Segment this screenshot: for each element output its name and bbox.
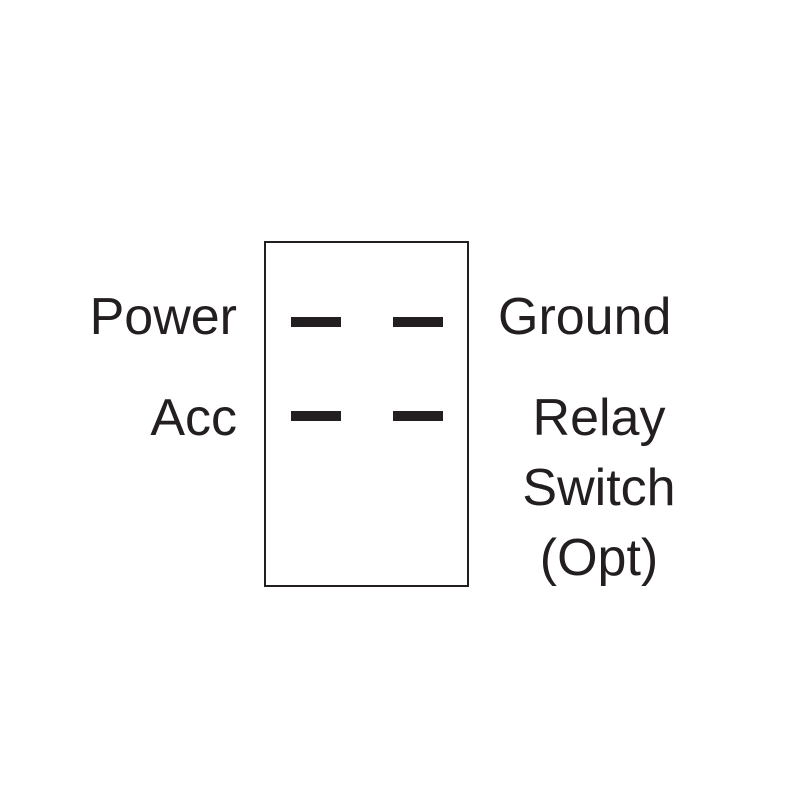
label-acc: Acc bbox=[150, 389, 237, 447]
terminal-acc bbox=[291, 411, 341, 421]
label-power: Power bbox=[89, 288, 237, 346]
terminal-ground bbox=[393, 317, 443, 327]
terminal-relay bbox=[393, 411, 443, 421]
switch-body-outline bbox=[264, 241, 469, 587]
label-relay-line: Relay bbox=[532, 389, 666, 447]
label-ground: Ground bbox=[498, 288, 672, 346]
label-opt-line: (Opt) bbox=[539, 529, 659, 587]
label-switch-line: Switch bbox=[522, 459, 676, 517]
label-relay-switch: Relay Switch (Opt) bbox=[499, 383, 699, 593]
terminal-power bbox=[291, 317, 341, 327]
